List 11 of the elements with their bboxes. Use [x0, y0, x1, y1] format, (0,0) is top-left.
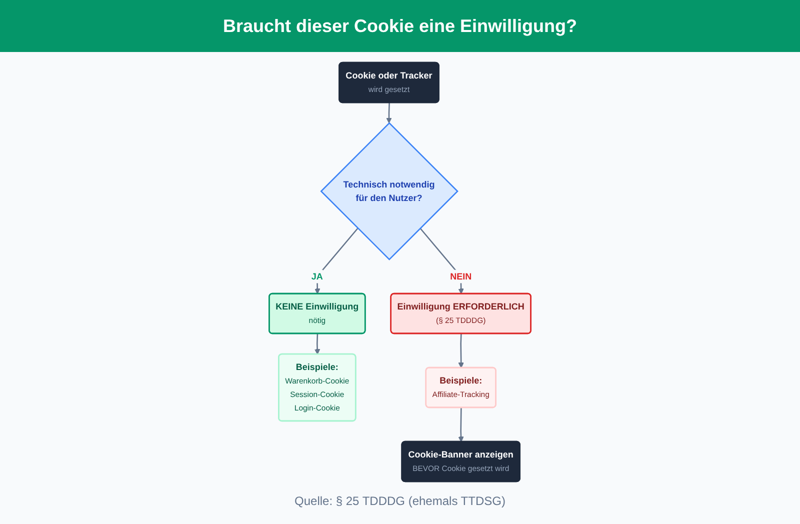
- arrow: [458, 334, 464, 368]
- diagram-title: Braucht dieser Cookie eine Einwilligung?: [222, 16, 578, 36]
- arrow: [314, 228, 358, 294]
- arrow: [386, 102, 392, 124]
- source-note: Quelle: § 25 TDDDG (ehemals TTDSG): [294, 494, 506, 508]
- node-diamond: Technisch notwendig für den Nutzer?: [320, 122, 458, 260]
- arrow: [314, 334, 320, 355]
- edge-label: JA: [311, 271, 323, 282]
- edge-label: NEIN: [450, 271, 472, 282]
- arrow: [420, 228, 464, 294]
- arrow: [458, 408, 464, 442]
